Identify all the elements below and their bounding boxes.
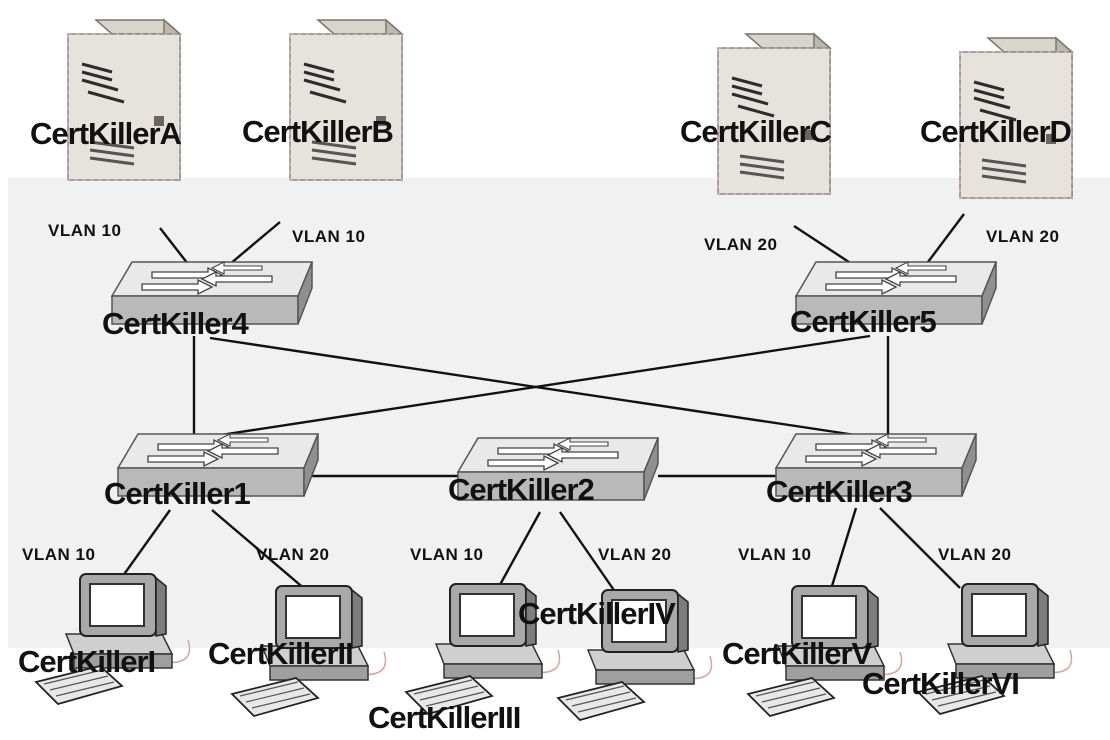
host-iv-vlan-label: VLAN 20 xyxy=(598,545,671,564)
server-a-icon xyxy=(66,18,182,182)
server-b-label: CertKillerB xyxy=(242,114,393,149)
link-D-s5 xyxy=(927,213,965,263)
link-s1-h2 xyxy=(211,509,307,591)
server-a-vlan-label: VLAN 10 xyxy=(48,221,121,240)
server-b-icon xyxy=(288,18,404,182)
link-s3-h6 xyxy=(879,507,961,589)
host-ii-label: CertKillerII xyxy=(208,636,353,671)
link-s5-s1 xyxy=(213,334,871,438)
link-s2-h3 xyxy=(494,511,542,593)
host-v-label: CertKillerV xyxy=(722,636,873,671)
server-a-label: CertKillerA xyxy=(30,116,182,151)
server-b-vlan-label: VLAN 10 xyxy=(292,227,365,246)
link-s1-h1 xyxy=(119,509,171,581)
link-B-s4 xyxy=(229,221,281,265)
host-iv-label: CertKillerIV xyxy=(518,596,676,631)
server-c-vlan-label: VLAN 20 xyxy=(704,235,777,254)
links-layer xyxy=(119,213,965,597)
host-iii-label: CertKillerIII xyxy=(368,700,520,735)
server-d-label: CertKillerD xyxy=(920,114,1072,149)
background-band xyxy=(8,178,1110,648)
host-i-vlan-label: VLAN 10 xyxy=(22,545,95,564)
switch-2-label: CertKiller2 xyxy=(448,472,594,507)
switch-5-label: CertKiller5 xyxy=(790,304,937,339)
switch-1-label: CertKiller1 xyxy=(104,476,251,511)
host-ii-vlan-label: VLAN 20 xyxy=(256,545,329,564)
host-vi-label: CertKillerVI xyxy=(862,666,1019,701)
switch-3-label: CertKiller3 xyxy=(766,474,913,509)
link-A-s4 xyxy=(159,227,189,265)
host-vi-vlan-label: VLAN 20 xyxy=(938,545,1011,564)
server-d-vlan-label: VLAN 20 xyxy=(986,227,1059,246)
link-s3-h5 xyxy=(830,507,858,587)
link-s2-h4 xyxy=(559,511,619,597)
host-v-vlan-label: VLAN 10 xyxy=(738,545,811,564)
host-iii-vlan-label: VLAN 10 xyxy=(410,545,483,564)
server-c-label: CertKillerC xyxy=(680,114,832,149)
link-C-s5 xyxy=(793,224,859,270)
host-i-label: CertKillerI xyxy=(18,644,155,679)
switch-4-label: CertKiller4 xyxy=(102,306,250,341)
